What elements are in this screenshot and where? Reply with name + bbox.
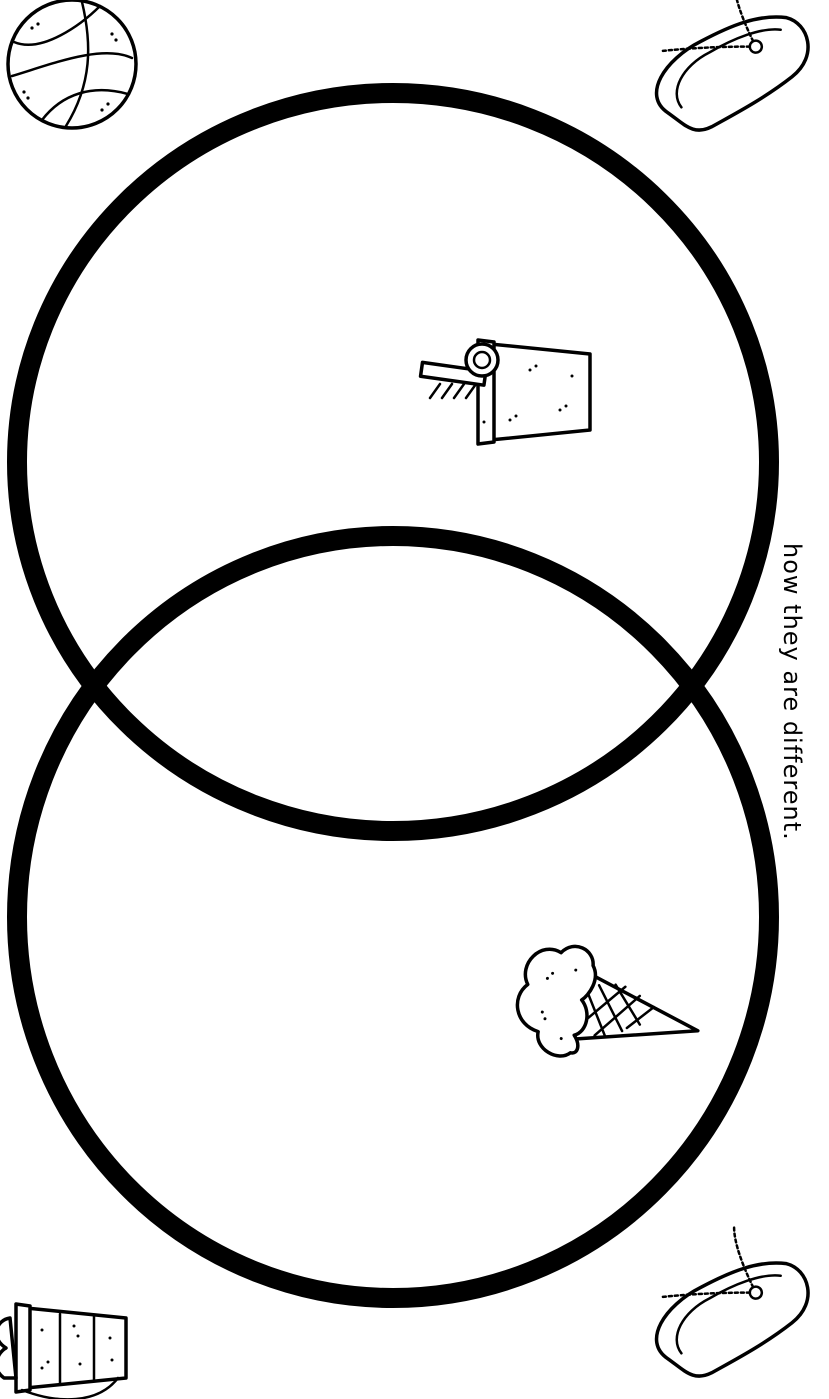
- flip-flop-icon: [627, 1211, 821, 1397]
- instruction-text: how they are different.: [778, 543, 806, 841]
- venn-circle-bottom: [17, 536, 769, 1298]
- venn-diagram: [17, 93, 769, 1298]
- ice-cream-cone-icon: [508, 937, 710, 1084]
- flip-flop-icon: [627, 0, 821, 152]
- sand-bucket-icon: [0, 1304, 126, 1399]
- beach-ball-icon: [8, 0, 136, 128]
- venn-circle-top: [17, 93, 769, 831]
- cup-with-straw-icon: [421, 340, 590, 444]
